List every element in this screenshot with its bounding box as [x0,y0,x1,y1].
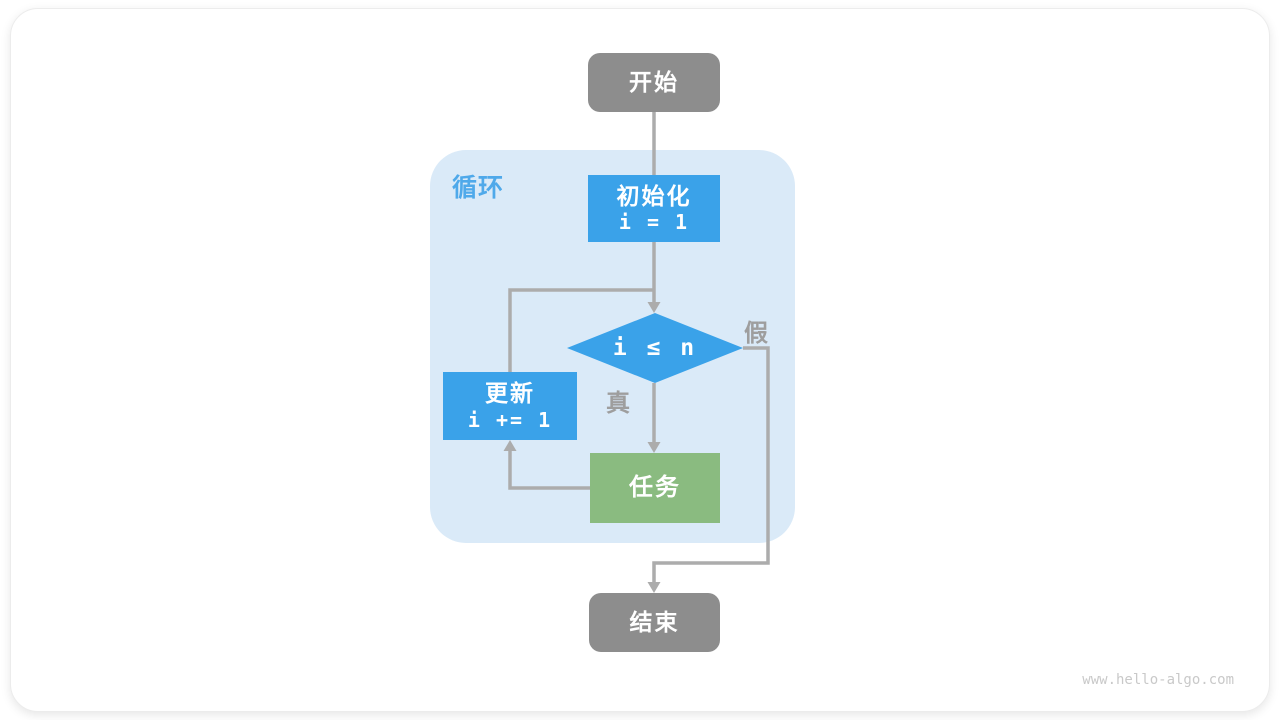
edge-task-to-update [508,449,590,490]
node-condition-code: i ≤ n [612,335,698,361]
edge-condition-to-end [652,346,770,584]
node-init-code: i = 1 [618,210,690,235]
node-end-label: 结束 [629,609,680,636]
node-task-label: 任务 [629,474,681,501]
edge-update-to-merge [508,288,654,372]
arrowhead-condition [647,302,661,313]
node-update: 更新 i += 1 [443,372,577,440]
arrowhead-update [503,440,517,451]
node-init-label: 初始化 [616,182,692,209]
arrowhead-end [647,582,661,593]
loop-label: 循环 [452,174,505,202]
node-init: 初始化 i = 1 [588,175,720,242]
node-end: 结束 [589,593,720,652]
node-start: 开始 [588,53,720,112]
node-update-code: i += 1 [467,407,553,432]
edge-label-true: 真 [606,390,630,417]
edge-label-false: 假 [744,320,768,347]
node-update-label: 更新 [485,380,535,407]
watermark-url: www.hello-algo.com [1082,672,1234,688]
node-task: 任务 [590,453,720,523]
node-start-label: 开始 [629,69,679,96]
arrowhead-task [647,442,661,453]
